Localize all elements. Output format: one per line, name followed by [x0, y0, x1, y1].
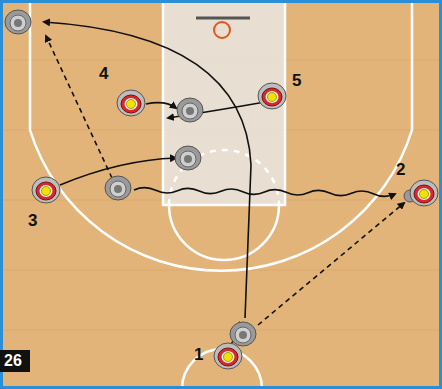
- player-node: 1: [212, 340, 244, 372]
- player-icon: [256, 80, 288, 112]
- player-node: 3: [30, 174, 62, 206]
- player-node: 5: [256, 80, 288, 112]
- dribble-line: [134, 188, 395, 197]
- player-number: 4: [99, 65, 108, 82]
- player-icon: [115, 87, 147, 119]
- player-icon: [212, 340, 244, 372]
- player-number: 5: [292, 72, 301, 89]
- figure-number: 26: [0, 350, 30, 372]
- player-icon: [30, 174, 62, 206]
- player-number: 3: [28, 212, 37, 229]
- player-node: 2: [408, 177, 440, 209]
- player-node: 4: [115, 87, 147, 119]
- player-icon: [408, 177, 440, 209]
- player-number: 1: [194, 346, 203, 363]
- player-number: 2: [396, 161, 405, 178]
